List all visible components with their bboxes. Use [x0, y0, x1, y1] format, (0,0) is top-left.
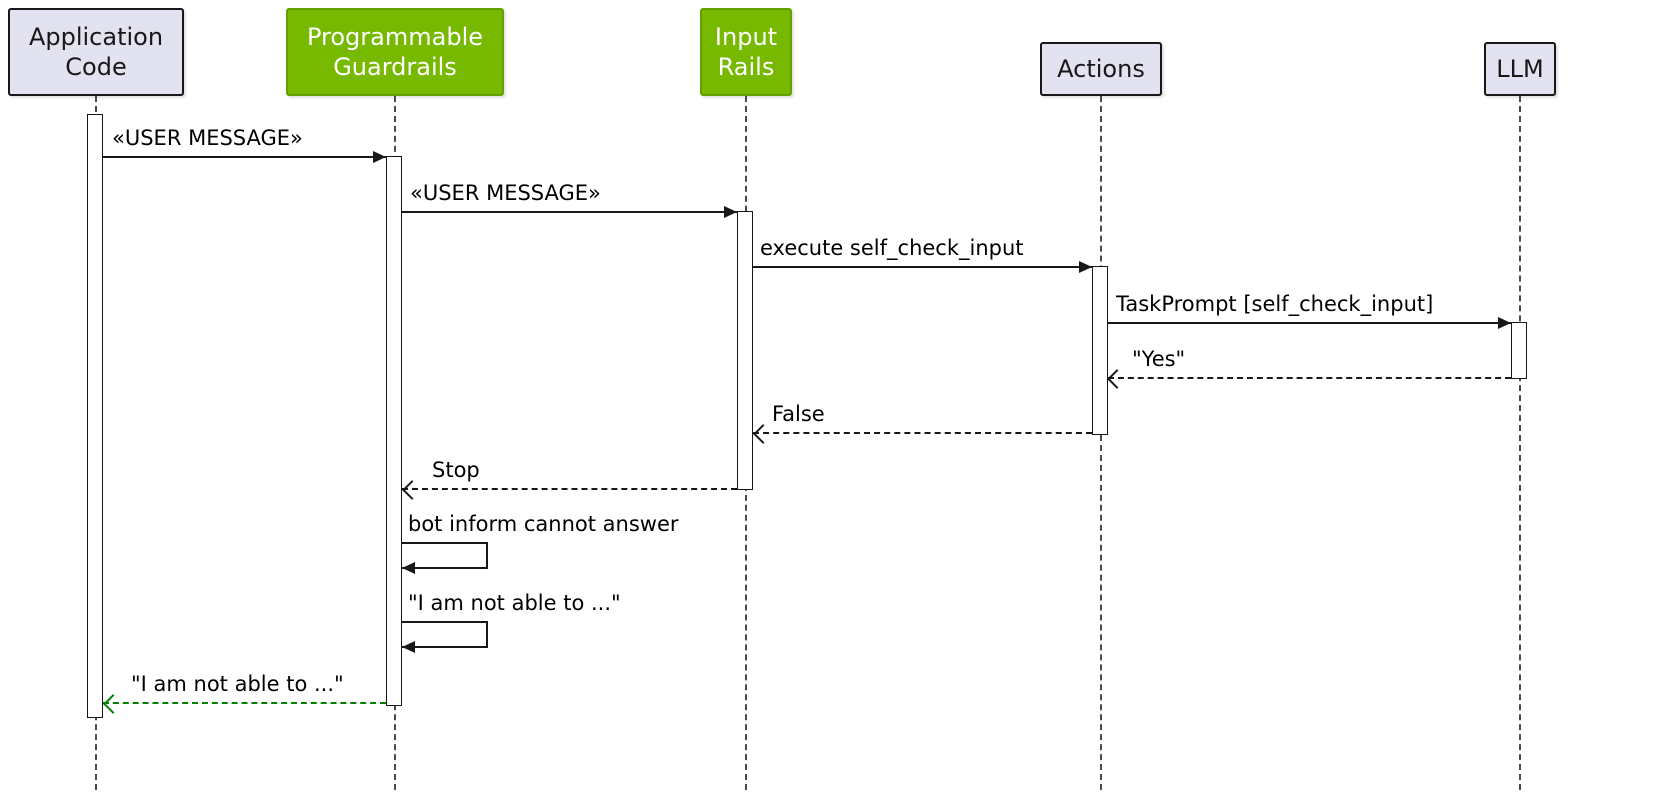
- message-yes-return-arrow: [1108, 377, 1511, 379]
- participant-actions-label: Actions: [1057, 55, 1145, 83]
- message-taskprompt-arrow: [1108, 322, 1511, 324]
- message-false-return-arrow: [753, 432, 1092, 434]
- participant-actions: Actions: [1040, 42, 1162, 96]
- message-final-return-label: "I am not able to ...": [131, 672, 344, 696]
- message-user-message-2-arrow: [402, 211, 737, 213]
- message-stop-return-arrow: [402, 488, 737, 490]
- lifeline-actions: [1100, 96, 1102, 790]
- message-user-message-1-label: «USER MESSAGE»: [112, 126, 303, 150]
- message-false-return-label: False: [772, 402, 825, 426]
- message-yes-return-label: "Yes": [1132, 347, 1186, 371]
- participant-programmable-guardrails: Programmable Guardrails: [286, 8, 504, 96]
- self-message-bot-inform-loop-top: [402, 542, 488, 544]
- arrowhead-solid-right-icon: [1498, 317, 1511, 329]
- message-taskprompt-label: TaskPrompt [self_check_input]: [1116, 292, 1434, 316]
- self-message-not-able-loop-top: [402, 621, 488, 623]
- arrowhead-open-left-icon: [1107, 369, 1127, 389]
- self-message-not-able-loop-bottom: [402, 646, 488, 648]
- arrowhead-open-left-icon: [402, 480, 422, 500]
- message-stop-return-label: Stop: [432, 458, 480, 482]
- activation-llm: [1511, 322, 1527, 379]
- arrowhead-solid-left-icon: [402, 641, 415, 653]
- message-final-return-arrow: [103, 702, 386, 704]
- arrowhead-solid-right-icon: [724, 206, 737, 218]
- participant-llm: LLM: [1484, 42, 1556, 96]
- participant-input-rails: Input Rails: [700, 8, 792, 96]
- message-user-message-1-arrow: [103, 156, 386, 158]
- participant-application-code: Application Code: [8, 8, 184, 96]
- arrowhead-solid-left-icon: [402, 562, 415, 574]
- participant-application-code-label: Application Code: [28, 23, 164, 81]
- activation-actions: [1092, 266, 1108, 435]
- participant-programmable-guardrails-label: Programmable Guardrails: [306, 23, 483, 81]
- activation-programmable-guardrails: [386, 156, 402, 706]
- arrowhead-solid-right-icon: [373, 151, 386, 163]
- message-user-message-2-label: «USER MESSAGE»: [410, 181, 601, 205]
- lifeline-llm: [1519, 96, 1521, 790]
- arrowhead-solid-right-icon: [1079, 261, 1092, 273]
- activation-input-rails: [737, 211, 753, 490]
- message-execute-self-check-label: execute self_check_input: [760, 236, 1024, 260]
- participant-input-rails-label: Input Rails: [714, 23, 778, 81]
- self-message-not-able-loop-right: [486, 621, 488, 647]
- self-message-bot-inform-label: bot inform cannot answer: [408, 512, 679, 536]
- self-message-bot-inform-loop-bottom: [402, 567, 488, 569]
- message-execute-self-check-arrow: [753, 266, 1092, 268]
- activation-application-code: [87, 114, 103, 718]
- self-message-bot-inform-loop-right: [486, 542, 488, 568]
- self-message-not-able-label: "I am not able to ...": [408, 591, 621, 615]
- participant-llm-label: LLM: [1496, 55, 1544, 83]
- arrowhead-open-left-green-icon: [103, 694, 123, 714]
- arrowhead-open-left-icon: [753, 424, 773, 444]
